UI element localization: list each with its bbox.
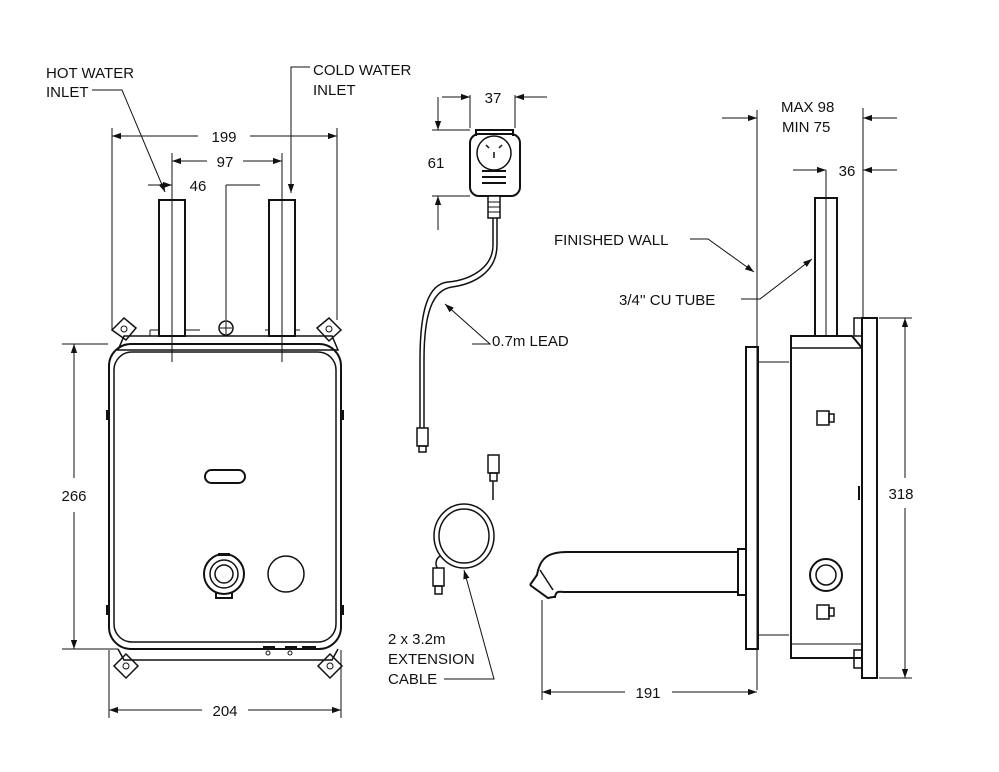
extension-label-line2: EXTENSION	[388, 651, 475, 668]
dim-inlet-offset: 46	[190, 178, 207, 195]
hot-water-label-line2: INLET	[46, 84, 89, 101]
plug-dimensions: 37 61	[428, 90, 547, 230]
spout	[529, 548, 747, 600]
lead-length-label: 0.7m LEAD	[492, 333, 569, 350]
push-button	[267, 555, 305, 593]
dim-spout-reach: 191	[635, 685, 660, 702]
dim-body-height: 266	[61, 488, 86, 505]
unit-body-face	[113, 351, 337, 643]
inlet-labels: HOT WATER INLET COLD WATER INLET	[46, 62, 412, 193]
indicator-light	[204, 469, 246, 484]
cu-tube-label: 3/4'' CU TUBE	[619, 292, 715, 309]
finished-wall-label: FINISHED WALL	[554, 232, 668, 249]
dim-inlet-spacing: 97	[217, 154, 234, 171]
extension-label-line3: CABLE	[388, 671, 437, 688]
side-knob	[809, 558, 843, 592]
bottom-logo-print	[263, 646, 316, 656]
side-dimensions: 36 318 191	[541, 108, 914, 702]
extension-label-line1: 2 x 3.2m	[388, 631, 446, 648]
plug-pack	[416, 129, 521, 453]
hot-water-label-line1: HOT WATER	[46, 65, 134, 82]
dim-tube-offset: 36	[839, 163, 856, 180]
unit-body-outer	[108, 343, 342, 650]
side-housing	[790, 335, 863, 659]
front-view	[106, 199, 344, 680]
dim-overall-inlet-width: 199	[211, 129, 236, 146]
cold-water-label-line1: COLD WATER	[313, 62, 412, 79]
bottom-bracket	[117, 648, 339, 661]
dim-plug-height: 61	[428, 155, 445, 172]
top-bracket	[116, 335, 340, 351]
dim-body-width: 204	[212, 703, 237, 720]
centre-screw	[218, 320, 234, 336]
front-dimensions: 199 97 46 266 204	[61, 128, 342, 720]
cold-water-label-line2: INLET	[313, 82, 356, 99]
min-depth-label: MIN 75	[782, 119, 830, 136]
dim-plug-width: 37	[485, 90, 502, 107]
side-view	[529, 110, 878, 690]
dim-side-height: 318	[888, 486, 913, 503]
lead-label: 0.7m LEAD	[444, 303, 569, 350]
extension-cable	[432, 454, 500, 595]
max-depth-label: MAX 98	[781, 99, 834, 116]
control-knob	[203, 553, 245, 599]
side-flange	[861, 317, 878, 679]
extension-label: 2 x 3.2m EXTENSION CABLE	[388, 569, 495, 688]
side-labels: FINISHED WALL 3/4'' CU TUBE MAX 98 MIN 7…	[554, 99, 834, 309]
wall-plate	[745, 346, 759, 650]
